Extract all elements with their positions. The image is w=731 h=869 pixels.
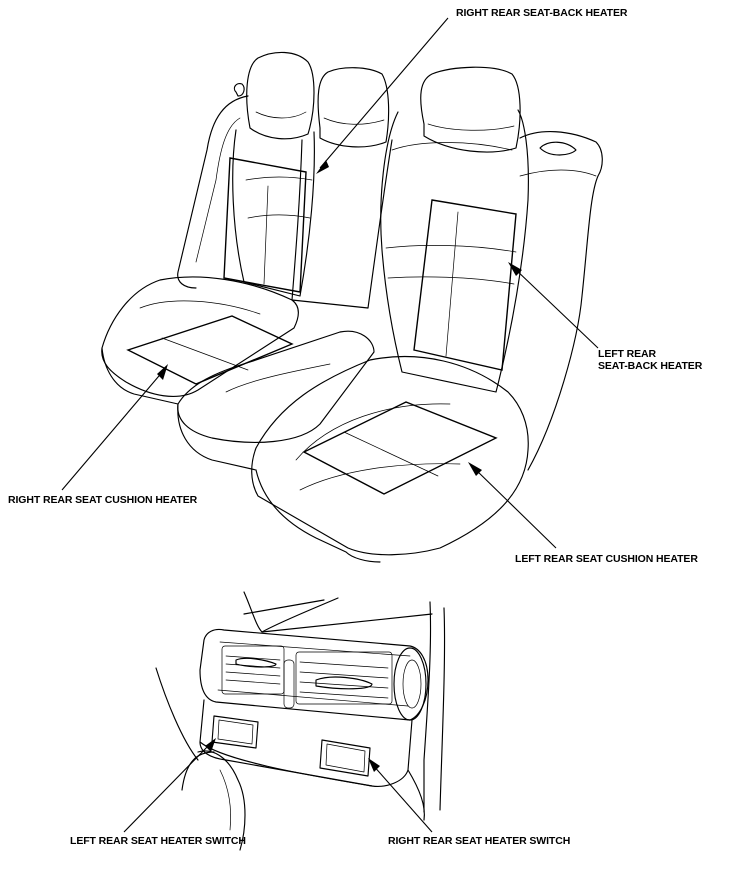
right-seat-cushion [101, 276, 299, 397]
rear-seat-drawing [101, 51, 603, 563]
label-left-rear-seat-cushion-heater: LEFT REAR SEAT CUSHION HEATER [515, 553, 698, 565]
right-seatback [232, 129, 315, 297]
leader-right-switch [371, 763, 433, 833]
left-side-bolster [177, 95, 249, 289]
center-seatback [291, 139, 393, 309]
right-cushion-heater-pad [126, 315, 294, 385]
left-cushion-heater-pad [302, 401, 498, 495]
right-headrest [246, 51, 315, 140]
left-seatback-heater-pad [413, 199, 517, 371]
leader-left-switch [123, 741, 213, 833]
right-seatback-heater-pad [223, 157, 307, 293]
leader-right-cushion [61, 369, 165, 491]
center-seat-cushion [177, 330, 375, 443]
center-headrest [317, 67, 390, 148]
right-seat-heater-switch [319, 739, 371, 777]
left-headrest [420, 66, 521, 153]
console-drawing [155, 591, 446, 851]
label-left-rear-seat-heater-switch: LEFT REAR SEAT HEATER SWITCH [70, 835, 246, 847]
leader-left-seatback [513, 267, 599, 349]
right-side-bolster [519, 131, 603, 471]
leader-right-seatback [319, 17, 449, 169]
label-left-rear-seat-back-heater-line1: LEFT REAR [598, 348, 657, 360]
leader-lines [61, 17, 599, 833]
label-right-rear-seat-back-heater: RIGHT REAR SEAT-BACK HEATER [456, 7, 628, 19]
label-right-rear-seat-cushion-heater: RIGHT REAR SEAT CUSHION HEATER [8, 494, 198, 506]
left-seatback [380, 109, 529, 393]
left-seat-cushion [251, 355, 529, 556]
heater-pads [126, 157, 517, 495]
label-left-rear-seat-back-heater-line2: SEAT-BACK HEATER [598, 360, 703, 372]
left-seat-heater-switch [211, 715, 259, 749]
leader-left-cushion [473, 467, 557, 549]
label-right-rear-seat-heater-switch: RIGHT REAR SEAT HEATER SWITCH [388, 835, 571, 847]
vent-housing [199, 628, 429, 721]
